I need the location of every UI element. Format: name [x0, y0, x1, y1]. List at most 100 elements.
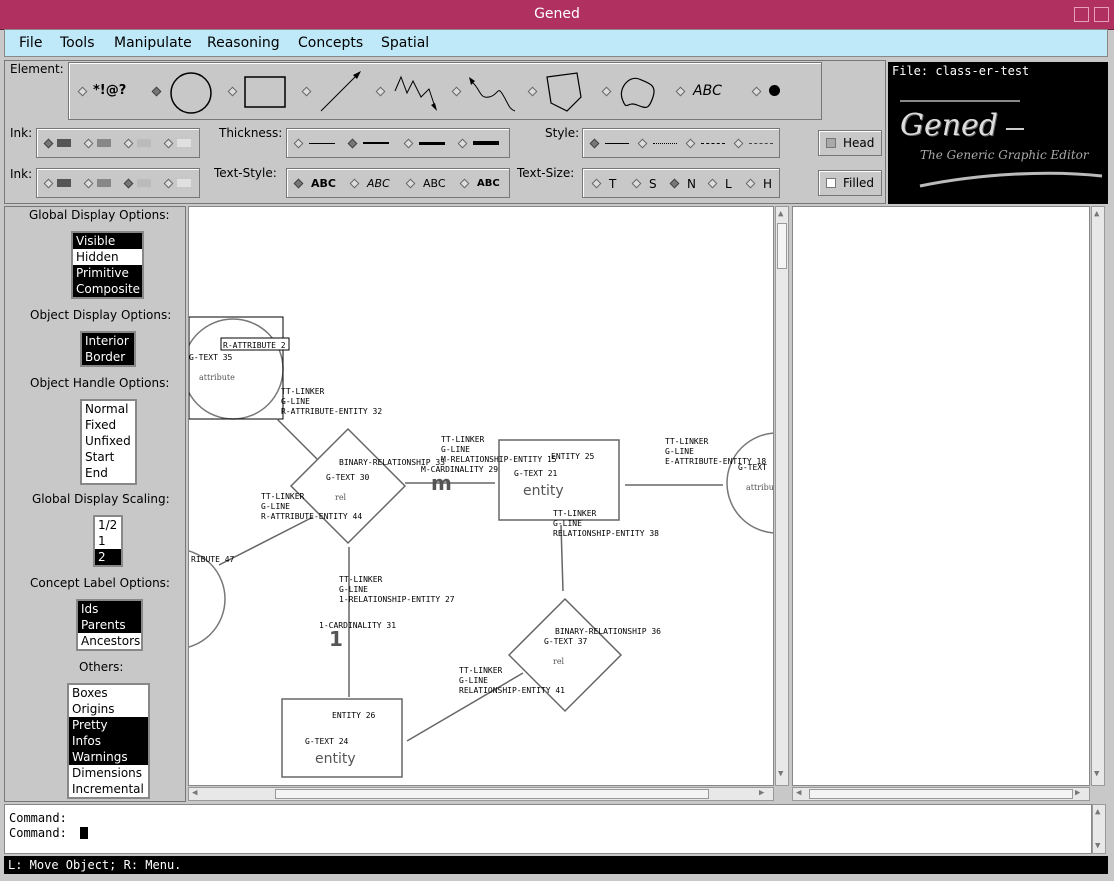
element-spline-arrow-radio[interactable] — [451, 86, 462, 97]
option-warnings[interactable]: Warnings — [69, 749, 148, 765]
element-abc-radio[interactable] — [675, 86, 686, 97]
thickness-radio-2[interactable] — [347, 138, 358, 149]
option-origins[interactable]: Origins — [72, 702, 115, 716]
style-radio-dotted[interactable] — [637, 138, 648, 149]
concept-label-list: Ids Parents Ancestors — [76, 599, 143, 651]
text-size-radio-h[interactable] — [745, 178, 756, 189]
cardinality-31-label: 1-CARDINALITY 31 — [319, 621, 397, 630]
menu-tools[interactable]: Tools — [60, 35, 95, 51]
command-scroll-up-icon[interactable]: ▲ — [1095, 807, 1101, 817]
option-normal[interactable]: Normal — [85, 402, 129, 416]
style-radio-solid[interactable] — [589, 138, 600, 149]
option-incremental[interactable]: Incremental — [72, 782, 144, 796]
secondary-vertical-scrollbar[interactable]: ▲ ▼ — [1091, 206, 1105, 786]
option-scale-half[interactable]: 1/2 — [98, 518, 118, 532]
secondary-horizontal-scrollbar[interactable]: ◀ ▶ — [792, 787, 1090, 801]
option-scale-2[interactable]: 2 — [95, 549, 121, 565]
element-arrow-radio[interactable] — [301, 86, 312, 97]
menu-manipulate[interactable]: Manipulate — [114, 35, 192, 51]
text-size-radio-s[interactable] — [631, 178, 642, 189]
scroll-up-arrow-icon[interactable]: ▲ — [778, 209, 784, 219]
ink-radio-3[interactable] — [123, 138, 134, 149]
option-hidden[interactable]: Hidden — [76, 250, 119, 264]
secondary-canvas[interactable] — [792, 206, 1090, 786]
menu-file[interactable]: File — [19, 35, 43, 51]
thickness-radio-4[interactable] — [457, 138, 468, 149]
ink2-radio-3[interactable] — [123, 178, 134, 189]
option-unfixed[interactable]: Unfixed — [85, 434, 131, 448]
text-size-radio-t[interactable] — [591, 178, 602, 189]
option-visible[interactable]: Visible — [73, 233, 142, 249]
option-start[interactable]: Start — [85, 450, 115, 464]
secondary-scroll-right-icon[interactable]: ▶ — [1075, 788, 1081, 798]
scroll-right-arrow-icon[interactable]: ▶ — [759, 788, 765, 798]
filled-toggle[interactable]: Filled — [818, 170, 882, 196]
secondary-scroll-left-icon[interactable]: ◀ — [796, 788, 802, 798]
command-area[interactable]: Command: Command: — [4, 804, 1092, 854]
menu-concepts[interactable]: Concepts — [298, 35, 364, 51]
object-handle-list: Normal Fixed Unfixed Start End — [80, 399, 137, 485]
element-polyline-arrow-radio[interactable] — [375, 86, 386, 97]
option-fixed[interactable]: Fixed — [85, 418, 117, 432]
ink2-radio-1[interactable] — [43, 178, 54, 189]
element-point-radio[interactable] — [751, 86, 762, 97]
text-style-radio-normal[interactable] — [405, 178, 416, 189]
minimize-button[interactable] — [1074, 7, 1089, 22]
maximize-button[interactable] — [1094, 7, 1109, 22]
option-parents[interactable]: Parents — [78, 617, 141, 633]
menu-reasoning[interactable]: Reasoning — [207, 35, 280, 51]
option-ids[interactable]: Ids — [78, 601, 141, 617]
element-polygon-radio[interactable] — [527, 86, 538, 97]
element-rect-radio[interactable] — [227, 86, 238, 97]
linker1-line1: TT-LINKER — [281, 387, 325, 396]
option-pretty[interactable]: Pretty — [69, 717, 148, 733]
text-size-l: L — [725, 177, 732, 191]
command-scroll-down-icon[interactable]: ▼ — [1095, 841, 1101, 851]
text-size-radio-l[interactable] — [707, 178, 718, 189]
secondary-horizontal-thumb[interactable] — [809, 789, 1073, 799]
text-size-radio-n[interactable] — [669, 178, 680, 189]
ink2-radio-2[interactable] — [83, 178, 94, 189]
canvas-vertical-scrollbar[interactable]: ▲ ▼ — [775, 206, 789, 786]
element-text-radio[interactable] — [77, 86, 88, 97]
secondary-scroll-down-icon[interactable]: ▼ — [1094, 769, 1100, 779]
menu-spatial[interactable]: Spatial — [381, 35, 430, 51]
option-end[interactable]: End — [85, 466, 108, 480]
option-composite[interactable]: Composite — [73, 281, 142, 297]
object-display-label: Object Display Options: — [30, 308, 172, 322]
drawing-canvas[interactable]: R-ATTRIBUTE 2 G-TEXT 35 attribute TT-LIN… — [188, 206, 774, 786]
ink-radio-2[interactable] — [83, 138, 94, 149]
style-radio-dashed[interactable] — [685, 138, 696, 149]
ink-radio-4[interactable] — [163, 138, 174, 149]
g-text-35-label: G-TEXT 35 — [189, 353, 233, 362]
head-toggle[interactable]: Head — [818, 130, 882, 156]
ribute-47-label: RIBUTE 47 — [191, 555, 235, 564]
option-primitive[interactable]: Primitive — [73, 265, 142, 281]
option-border[interactable]: Border — [82, 349, 134, 365]
command-scrollbar[interactable]: ▲ ▼ — [1092, 804, 1106, 854]
thickness-radio-1[interactable] — [293, 138, 304, 149]
option-dimensions[interactable]: Dimensions — [72, 766, 143, 780]
vertical-scroll-thumb[interactable] — [777, 223, 787, 269]
text-style-radio-italic[interactable] — [349, 178, 360, 189]
element-blob-radio[interactable] — [601, 86, 612, 97]
option-ancestors[interactable]: Ancestors — [81, 634, 141, 648]
style-radio-longdash[interactable] — [733, 138, 744, 149]
horizontal-scroll-thumb[interactable] — [275, 789, 709, 799]
element-circle-radio[interactable] — [151, 86, 162, 97]
thickness-radio-3[interactable] — [403, 138, 414, 149]
scroll-down-arrow-icon[interactable]: ▼ — [778, 769, 784, 779]
option-scale-1[interactable]: 1 — [98, 534, 106, 548]
option-infos[interactable]: Infos — [69, 733, 148, 749]
option-boxes[interactable]: Boxes — [72, 686, 108, 700]
ink-radio-1[interactable] — [43, 138, 54, 149]
text-style-radio-bold[interactable] — [293, 178, 304, 189]
secondary-scroll-up-icon[interactable]: ▲ — [1094, 209, 1100, 219]
linker3-line1: TT-LINKER — [665, 437, 709, 446]
text-style-radio-small-bold[interactable] — [459, 178, 470, 189]
canvas-horizontal-scrollbar[interactable]: ◀ ▶ — [188, 787, 774, 801]
scroll-left-arrow-icon[interactable]: ◀ — [192, 788, 198, 798]
option-interior[interactable]: Interior — [82, 333, 134, 349]
ink2-radio-4[interactable] — [163, 178, 174, 189]
linker7-line1: TT-LINKER — [459, 666, 503, 675]
